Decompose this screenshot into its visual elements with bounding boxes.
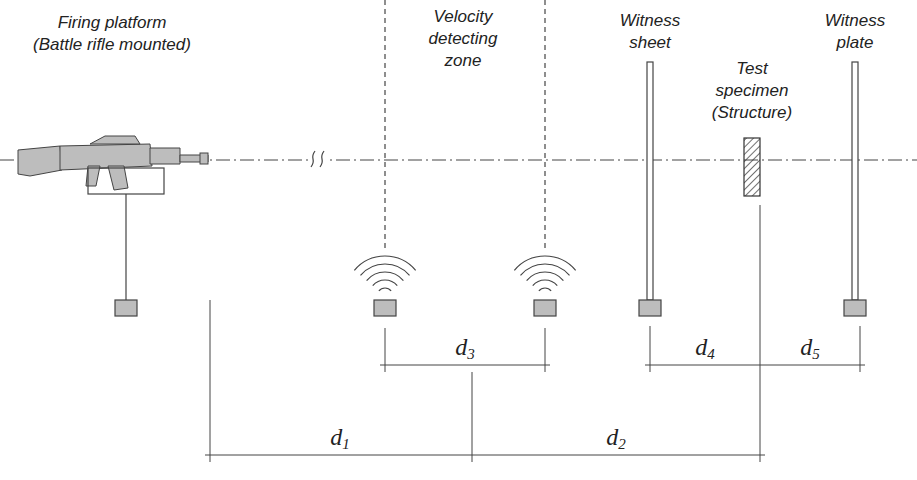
dimension-label: d1 <box>315 424 365 450</box>
part-label: Witness sheet <box>610 10 690 54</box>
dimension-label: d5 <box>785 334 835 360</box>
sensor-wave <box>360 264 409 275</box>
sensor-wave <box>367 272 404 281</box>
part-label: Velocity detecting zone <box>415 6 511 72</box>
sensor-wave <box>373 280 398 286</box>
part-label: Test specimen (Structure) <box>702 58 802 124</box>
battle-rifle <box>18 136 208 190</box>
dimension-label: d3 <box>440 334 490 360</box>
dimension-lines <box>205 205 865 462</box>
firing-platform <box>88 168 164 316</box>
sensor-wave <box>379 288 391 291</box>
test-specimen <box>744 138 760 196</box>
part-label: Witness plate <box>815 10 895 54</box>
break-mark <box>310 151 328 168</box>
sensor-wave <box>520 264 569 275</box>
sensor-wave <box>533 280 558 286</box>
dimension-label: d4 <box>680 334 730 360</box>
part-label: Firing platform (Battle rifle mounted) <box>12 12 212 56</box>
sensor-wave <box>354 256 415 270</box>
dimension-label: d2 <box>591 424 641 450</box>
witness-plate <box>844 62 866 316</box>
witness-sheet <box>639 62 661 316</box>
sensor-wave <box>527 272 564 281</box>
sensor-wave <box>539 288 551 291</box>
sensor-wave <box>514 256 575 270</box>
velocity-sensors <box>354 0 575 316</box>
